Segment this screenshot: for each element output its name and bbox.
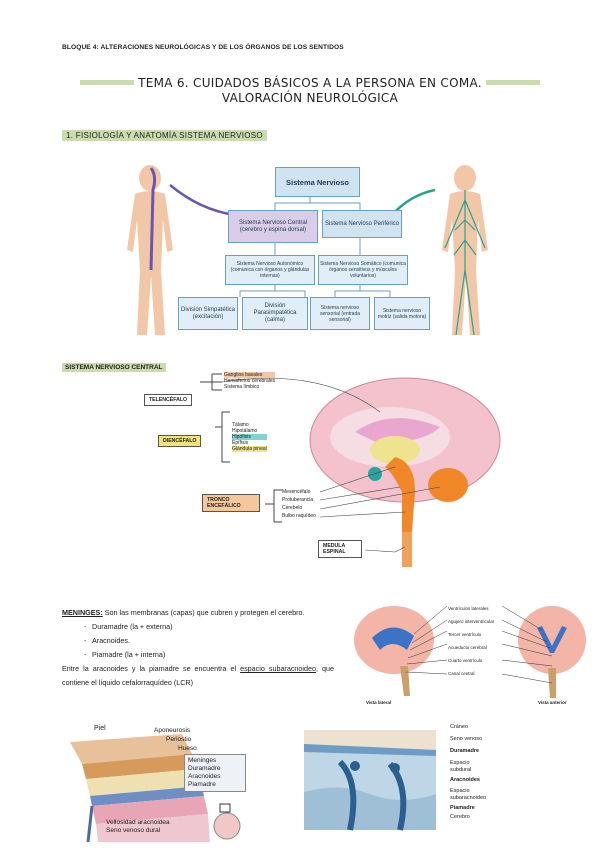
title-line-1: TEMA 6. CUIDADOS BÁSICOS A LA PERSONA EN… (134, 76, 486, 90)
box-simpatetica: División Simpatética (excitación) (178, 297, 238, 330)
ventricles-figure: Ventrículos laterales Agujero interventr… (352, 598, 592, 710)
layer-label: Espacio subaracnoideo (450, 788, 487, 801)
tel-item: Ganglios basales (224, 372, 276, 378)
vista-anterior-label: Vista anterior (538, 700, 567, 705)
nervous-system-figure: Sistema Nervioso Sistema Nervioso Centra… (110, 155, 510, 345)
human-body-left-icon (127, 165, 173, 335)
box-motriz: Sistema nervioso motriz (salida motora) (374, 297, 430, 330)
tronco-item: Cerebelo (282, 505, 303, 511)
meninges-term: MENINGES: (62, 608, 103, 617)
box-somatico: Sistema Nervioso Somático (comunica órga… (318, 255, 408, 285)
espacio-subaracnoideo-link: espacio subaracnoideo (240, 664, 317, 673)
meninges-text-a: Entre la aracnoides y la piamadre se enc… (62, 664, 241, 673)
meninges-intro: Son las membranas (capas) que cubren y p… (102, 608, 305, 617)
layer-label: Piamadre (450, 805, 475, 811)
box-telencefalo: TELENCÉFALO (144, 394, 193, 406)
meninges-paragraph: MENINGES: Son las membranas (capas) que … (62, 606, 334, 690)
legend-title: Meninges (188, 757, 217, 764)
seno-venoso-dural-label: Seno venoso dural (106, 827, 161, 834)
dien-item: Epífisis (232, 440, 249, 446)
layer-label: Cerebro (450, 814, 470, 820)
brain-figure: TELENCÉFALO Ganglios basales Hemisferios… (140, 372, 510, 567)
box-snp: Sistema Nervioso Periférico (322, 210, 402, 238)
section-1-heading: 1. FISIOLOGÍA Y ANATOMÍA SISTEMA NERVIOS… (62, 130, 267, 141)
tronco-items: Mesencéfalo Protuberancia Cerebelo Bulbo… (282, 488, 316, 520)
meninges-text-b: , que contiene el líquido cefalorraquíde… (62, 664, 334, 687)
layer-label: Seno venoso (450, 736, 483, 742)
periostio-label: Periostio (166, 736, 192, 743)
legend-item: Aracnoides (188, 773, 221, 780)
ventricle-label: Agujero interventricular (448, 619, 495, 624)
brain-illustration (200, 373, 501, 567)
skull-layers-illustration (70, 734, 241, 842)
page-header: BLOQUE 4: ALTERACIONES NEUROLÓGICAS Y DE… (62, 44, 344, 51)
piel-label: Piel (94, 725, 106, 732)
section-2-heading: SISTEMA NERVIOSO CENTRAL (62, 363, 166, 372)
list-item: Piamadre (la + interna) (62, 648, 334, 662)
vellosidad-label: Vellosidad aracnoidea (106, 819, 170, 826)
ventricle-label: Ventrículos laterales (448, 606, 489, 611)
ventricle-label: Tercer ventrículo (448, 632, 482, 637)
ventricle-label: Acueducto cerebral (448, 645, 487, 650)
title-line-2: VALORACIÓN NEUROLÓGICA (217, 91, 403, 105)
ventricle-labels: Ventrículos laterales Agujero interventr… (448, 602, 494, 680)
box-snc: Sistema Nervioso Central (cerebro y espi… (228, 210, 318, 243)
list-item: Aracnoides. (62, 634, 334, 648)
box-tronco-encefalico: TRONCO ENCEFÁLICO (202, 494, 260, 512)
layer-label: Duramadre (450, 748, 480, 754)
meninges-list: Duramadre (la + externa) Aracnoides. Pia… (62, 620, 334, 662)
meninges-section-illustration (304, 730, 436, 831)
vista-lateral-label: Vista lateral (366, 700, 392, 705)
box-parasimpatetica: División Parasimpatética (calma) (242, 297, 308, 330)
human-body-right-icon (442, 165, 488, 336)
tronco-item: Bulbo raquídeo (282, 513, 316, 519)
diencefalo-items: Tálamo Hipotálamo Hipófisis Epífisis Glá… (232, 422, 267, 452)
legend-item: Duramadre (188, 765, 221, 772)
tel-item: Hemisferios cerebrales (224, 378, 276, 384)
skull-layers-figure: Piel Aponeurosis Periostio Hueso Meninge… (62, 724, 252, 842)
legend-item: Piamadre (188, 781, 216, 788)
box-sensorial: Sistema nervioso sensorial (entrada sens… (310, 297, 370, 330)
ventricle-label: Cuarto ventrículo (448, 658, 483, 663)
box-medula-espinal: MEDULA ESPINAL (318, 540, 362, 558)
dien-item: Glándula pineal (232, 446, 267, 452)
layer-label: Cráneo (450, 724, 469, 730)
list-item: Duramadre (la + externa) (62, 620, 334, 634)
aponeurosis-label: Aponeurosis (154, 727, 191, 734)
telencefalo-items: Ganglios basales Hemisferios cerebrales … (224, 372, 276, 390)
meninges-legend-box: Meninges Duramadre Aracnoides Piamadre (184, 754, 246, 792)
dien-item: Tálamo (232, 422, 249, 428)
box-diencefalo: DIENCÉFALO (158, 435, 202, 447)
hueso-label: Hueso (178, 745, 197, 752)
meninges-section-figure: Cráneo Seno venoso Duramadre Espacio sub… (300, 722, 530, 842)
page-title: TEMA 6. CUIDADOS BÁSICOS A LA PERSONA EN… (120, 76, 500, 106)
layer-label: Aracnoides (450, 777, 480, 783)
right-layer-labels: Cráneo Seno venoso Duramadre Espacio sub… (450, 724, 486, 821)
tronco-item: Mesencéfalo (282, 489, 311, 495)
dien-item: Hipotálamo (232, 428, 258, 434)
tel-item: Sistema límbico (224, 384, 260, 390)
tronco-item: Protuberancia (282, 497, 314, 503)
box-autonomico: Sistema Nervioso Autonómico (comunica co… (225, 255, 315, 285)
layer-label: Espacio subdural (450, 760, 472, 773)
ventricle-label: Canal central (448, 671, 475, 676)
box-sistema-nervioso: Sistema Nervioso (275, 167, 360, 197)
dien-item: Hipófisis (232, 434, 267, 440)
ventricles-illustration (354, 605, 586, 698)
